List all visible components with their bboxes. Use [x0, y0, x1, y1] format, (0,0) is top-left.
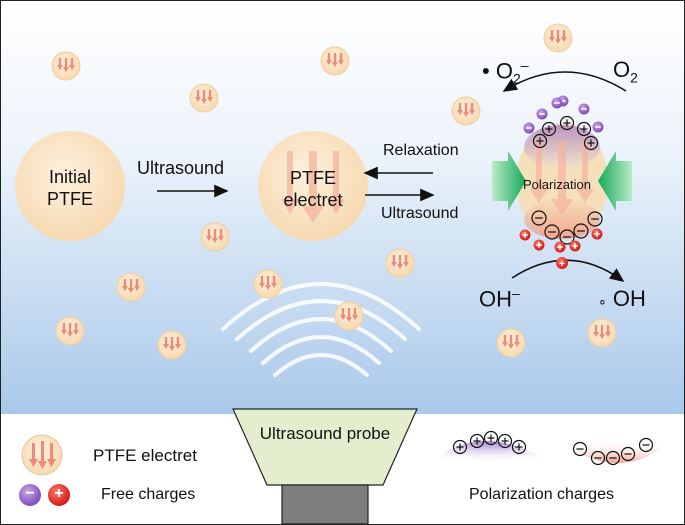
ptfe-particle	[543, 23, 573, 53]
polarized-ptfe-particle	[516, 123, 608, 239]
negative-charge	[620, 446, 636, 462]
radical-dot: ∘	[598, 293, 607, 309]
ptfe-particle	[55, 316, 85, 346]
ptfe-particle	[496, 328, 526, 358]
legend-electret-label: PTFE electret	[93, 446, 197, 465]
legend-polarization-charges-label: Polarization charges	[469, 486, 614, 503]
initial-ptfe-line1: Initial	[48, 167, 92, 187]
oxygen-subscript: 2	[630, 69, 638, 86]
legend-plus-symbol: +	[54, 485, 64, 502]
initial-ptfe-label: Initial PTFE	[25, 166, 115, 210]
positive-charge	[497, 433, 513, 449]
ptfe-particle	[587, 318, 617, 348]
positive-charge	[554, 241, 566, 253]
oxygen-symbol: O	[613, 57, 631, 82]
superoxide-symbol: • O	[482, 58, 513, 84]
negative-charge	[590, 450, 606, 466]
ptfe-electret-sphere	[258, 131, 368, 241]
hydroxide-label: OH–	[479, 286, 520, 310]
legend-free-charges-label: Free charges	[101, 486, 196, 503]
ptfe-particle	[320, 46, 350, 76]
negative-charge	[559, 229, 575, 245]
negative-charge	[587, 211, 603, 227]
negative-charge	[572, 441, 588, 457]
ultrasound-waves	[221, 282, 421, 377]
hydroxyl-symbol: OH	[612, 286, 646, 311]
oxidation-arc-arrow	[511, 259, 625, 282]
ptfe-particle	[200, 222, 230, 252]
ptfe-particle	[334, 301, 364, 331]
positive-charge	[591, 228, 603, 240]
initial-ptfe-line2: PTFE	[46, 189, 93, 209]
oxygen-label: O2	[613, 57, 638, 86]
negative-charge	[638, 437, 654, 453]
hydroxide-superscript: –	[512, 285, 520, 301]
positive-charge	[511, 439, 527, 455]
initial-ptfe-sphere	[15, 131, 125, 241]
reduction-arc-arrow	[502, 71, 627, 92]
negative-charge	[551, 97, 563, 109]
positive-charge	[541, 121, 557, 137]
hydroxide-symbol: OH	[479, 286, 512, 312]
ptfe-particle	[451, 96, 481, 126]
legend-electret-icon	[21, 434, 63, 476]
ptfe-particle	[189, 83, 219, 113]
ptfe-particle	[51, 51, 81, 81]
positive-charge	[569, 240, 581, 252]
negative-charge	[544, 224, 560, 240]
electret-line1: PTFE	[289, 168, 336, 188]
hole-charge-symbol: +	[559, 259, 565, 270]
probe-label: Ultrasound probe	[259, 424, 391, 443]
compression-arrow-left	[492, 151, 526, 211]
hydroxyl-radical-label: ∘ OH	[598, 288, 646, 310]
negative-charge	[531, 210, 547, 226]
ptfe-particles	[51, 23, 617, 360]
negative-charge	[536, 108, 548, 120]
ptfe-particle	[385, 248, 415, 278]
legend-polarization-symbols	[452, 430, 654, 466]
negative-charge	[605, 450, 621, 466]
superoxide-superscript: –	[520, 57, 529, 73]
positive-charge	[576, 121, 592, 137]
polarization-charges-group	[519, 95, 604, 253]
negative-charge	[592, 121, 604, 133]
compression-arrow-right	[598, 151, 632, 211]
ultrasound-reverse-label: Ultrasound	[381, 205, 459, 222]
relaxation-label: Relaxation	[383, 142, 459, 159]
electret-label: PTFE electret	[263, 167, 363, 211]
legend-minus-charge-icon	[19, 484, 41, 506]
positive-charge	[519, 229, 531, 241]
negative-charge	[523, 122, 535, 134]
positive-charge	[483, 430, 499, 446]
ultrasound-probe	[232, 408, 418, 524]
ptfe-particle	[116, 272, 146, 302]
positive-charge	[559, 115, 575, 131]
superoxide-subscript: 2	[512, 70, 521, 87]
positive-charge	[452, 439, 468, 455]
negative-charge	[573, 223, 589, 239]
positive-charge	[469, 433, 485, 449]
superoxide-label: • O2–	[482, 58, 529, 86]
ptfe-particle	[157, 330, 187, 360]
legend-plus-charge-icon	[48, 484, 70, 506]
hole-charge-on-arc	[556, 257, 568, 269]
polarization-label: Polarization	[523, 177, 591, 192]
negative-charge	[578, 103, 590, 115]
positive-charge	[583, 135, 599, 151]
positive-charge	[532, 133, 548, 149]
step1-ultrasound-label: Ultrasound	[137, 158, 225, 178]
electret-line2: electret	[283, 190, 343, 210]
positive-charge	[533, 239, 545, 251]
ptfe-particle	[253, 269, 283, 299]
legend-minus-symbol: −	[25, 485, 35, 502]
